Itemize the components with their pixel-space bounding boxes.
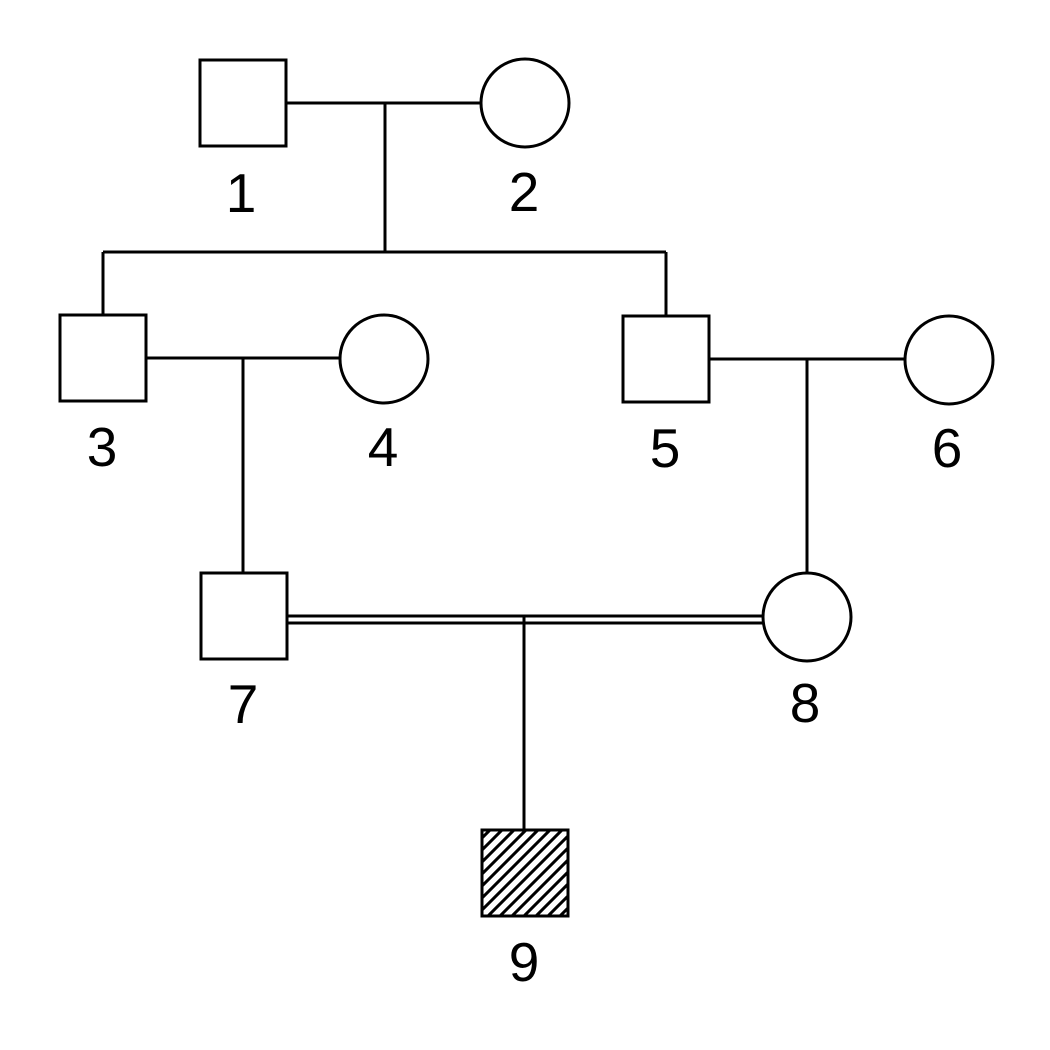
connectors-layer [101,101,905,830]
individual-9-symbol-male-affected [480,828,570,918]
individual-4-symbol-female [338,313,430,405]
individual-6-symbol-female [903,314,995,406]
labels-layer: 1 2 3 4 5 6 7 8 9 [87,161,963,993]
individual-9-label: 9 [509,931,540,993]
individual-7-symbol-male [199,571,289,661]
individual-7-label: 7 [228,673,259,735]
individual-4-label: 4 [368,416,399,478]
individual-8-symbol-female [761,571,853,663]
individual-2-label: 2 [509,161,540,223]
individual-1-label: 1 [226,162,257,224]
individual-5-symbol-male [621,314,711,404]
individual-1-symbol-male [198,58,288,148]
individual-2-symbol-female [479,57,571,149]
individual-6-label: 6 [932,417,963,479]
individual-3-symbol-male [58,313,148,403]
individual-5-label: 5 [650,417,681,479]
symbols-layer [58,57,995,918]
individual-8-label: 8 [790,672,821,734]
individual-3-label: 3 [87,416,118,478]
